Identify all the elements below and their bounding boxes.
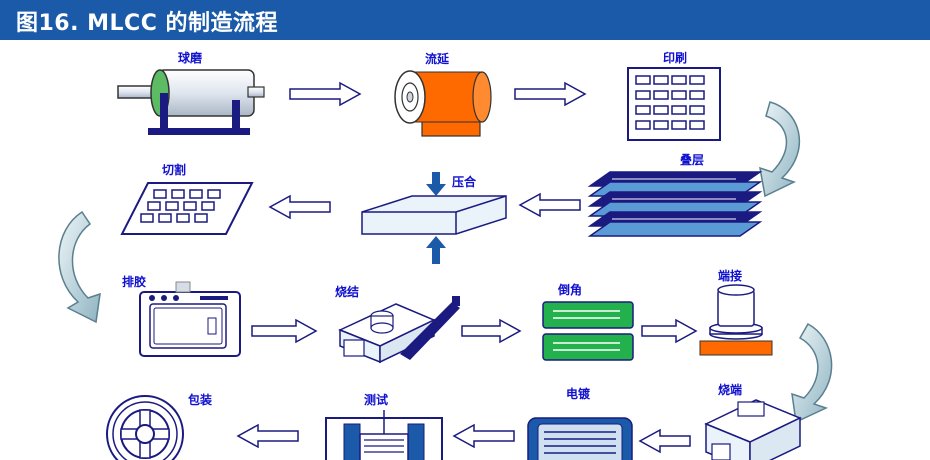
arrow-left-icon — [268, 194, 331, 220]
ball-mill-illustration — [117, 69, 265, 135]
printing-illustration — [627, 67, 721, 141]
step-label-chamfering: 倒角 — [557, 282, 582, 297]
step-label-printing: 印刷 — [663, 51, 687, 65]
arrow-right-icon — [641, 318, 698, 344]
chamfering-illustration — [542, 301, 634, 361]
arrow-left-icon — [236, 423, 299, 449]
arrow-right-icon — [251, 318, 318, 344]
arrow-left-icon — [452, 423, 515, 449]
pressing-illustration — [361, 172, 507, 264]
arrow-right-icon — [289, 81, 362, 107]
step-label-testing: 测试 — [364, 392, 388, 407]
testing-illustration — [325, 410, 443, 460]
arrow-left-icon — [518, 192, 581, 218]
sintering-kiln-illustration — [338, 296, 460, 364]
cutting-illustration — [120, 182, 254, 235]
step-label-cutting: 切割 — [162, 162, 186, 177]
step-label-packaging: 包装 — [187, 392, 212, 407]
curved-arrow-icon — [759, 101, 800, 198]
step-label-sintering: 烧结 — [335, 284, 359, 299]
binder-burnout-oven-illustration — [139, 281, 241, 357]
packaging-reel-illustration — [106, 395, 184, 460]
tape-casting-illustration — [394, 70, 492, 137]
arrow-left-icon — [638, 428, 691, 454]
step-label-binder-burnout: 排胶 — [122, 274, 146, 289]
arrow-right-icon — [461, 318, 522, 344]
arrow-right-icon — [514, 81, 587, 107]
header-bar: 图16. MLCC 的制造流程 — [0, 0, 930, 40]
step-label-termination: 端接 — [718, 268, 742, 283]
curved-arrow-icon — [58, 210, 101, 324]
stacking-illustration — [587, 171, 763, 237]
step-label-ball-mill: 球磨 — [178, 50, 202, 65]
termination-illustration — [699, 284, 773, 356]
figure-title: 图16. MLCC 的制造流程 — [16, 11, 278, 36]
step-label-stacking: 叠层 — [680, 152, 704, 167]
curved-arrow-icon — [791, 322, 833, 424]
termination-firing-illustration — [704, 399, 802, 460]
step-label-termination-firing: 烧端 — [718, 382, 742, 397]
step-label-plating: 电镀 — [566, 386, 591, 401]
step-label-tape-casting: 流延 — [425, 51, 450, 66]
step-label-pressing: 压合 — [452, 174, 477, 189]
plating-illustration — [527, 417, 633, 460]
